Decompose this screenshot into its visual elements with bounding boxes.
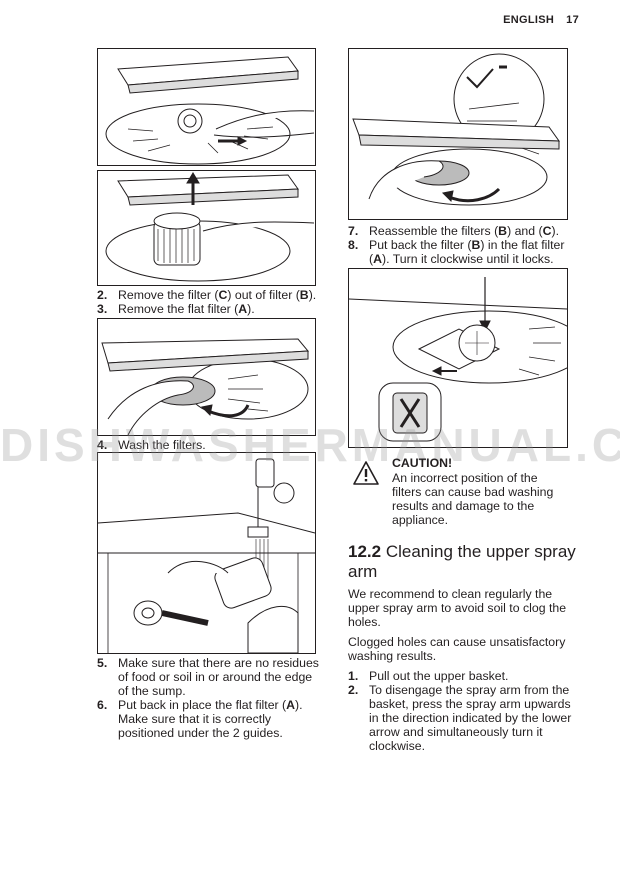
step-number: 6. — [97, 698, 108, 712]
step-number: 8. — [348, 238, 359, 252]
list-item: 2. To disengage the spray arm from the ba… — [348, 683, 583, 753]
step-number: 4. — [97, 438, 108, 452]
list-item: 5. Make sure that there are no residues o… — [97, 656, 322, 698]
step-number: 2. — [348, 683, 359, 697]
filter-letter: A — [286, 698, 296, 712]
steps-list-spray-arm: 1. Pull out the upper basket. 2. To diseng… — [348, 669, 583, 753]
list-item: 6. Put back in place the flat filter (A).… — [97, 698, 322, 740]
filter-letter: A — [238, 302, 248, 316]
step-text: ). — [247, 302, 255, 316]
step-number: 2. — [97, 288, 108, 302]
step-text: Put back in place the flat filter ( — [118, 698, 287, 712]
list-item: 7. Reassemble the filters (B) and (C). — [348, 224, 583, 238]
list-item: 3. Remove the flat filter (A). — [97, 302, 322, 316]
section-heading: 12.2 Cleaning the upper spray arm — [348, 542, 588, 582]
warning-triangle-icon — [353, 461, 379, 485]
steps-list-7-8: 7.Reassemble the filters (B) and (C). 8.… — [348, 224, 583, 266]
header-language: ENGLISH — [503, 14, 555, 26]
page-header: ENGLISH 17 — [503, 14, 579, 26]
step-text: ) and ( — [507, 224, 543, 238]
filter-letter: B — [498, 224, 508, 238]
step-number: 3. — [97, 302, 108, 316]
steps-list-4: 4. Wash the filters. — [97, 438, 322, 452]
illustration-wash-filters — [97, 452, 316, 654]
step-text: Remove the flat filter ( — [118, 302, 239, 316]
step-text: Make sure that there are no residues of … — [118, 656, 319, 698]
step-text: ). — [308, 288, 317, 302]
steps-list-2-3: 2. Remove the filter (C) out of filter (B… — [97, 288, 322, 316]
step-text: ) in the flat filter ( — [369, 238, 565, 266]
step-text: Pull out the upper basket. — [369, 669, 509, 683]
list-item: 1. Pull out the upper basket. — [348, 669, 583, 683]
step-text: Put back the filter ( — [369, 238, 472, 252]
step-text: ). — [551, 224, 560, 238]
step-text: Reassemble the filters ( — [369, 224, 499, 238]
list-item: 2. Remove the filter (C) out of filter (B… — [97, 288, 322, 302]
step-number: 5. — [97, 656, 108, 670]
step-text: ). Turn it clockwise until it locks. — [382, 252, 554, 266]
filter-letter: B — [299, 288, 309, 302]
caution-text: An incorrect position of the filters can… — [392, 471, 554, 527]
steps-list-5-6: 5. Make sure that there are no residues o… — [97, 656, 322, 740]
filter-letter: C — [218, 288, 228, 302]
illustration-turn-filter-lock — [348, 268, 568, 448]
section-title: Cleaning the upper spray arm — [348, 542, 576, 581]
list-item: 4. Wash the filters. — [97, 438, 322, 452]
page-number: 17 — [566, 14, 579, 26]
illustration-remove-flat-filter — [97, 318, 316, 436]
paragraph-clogged: Clogged holes can cause unsatisfactory w… — [348, 635, 566, 663]
caution-title: CAUTION! — [392, 456, 453, 470]
step-text: Wash the filters. — [118, 438, 206, 452]
filter-letter: A — [373, 252, 382, 266]
illustration-remove-filter-c — [97, 48, 316, 166]
filter-letter: C — [542, 224, 552, 238]
section-number: 12.2 — [348, 542, 382, 561]
list-item: 8. Put back the filter (B) in the flat fi… — [348, 238, 583, 266]
step-text: To disengage the spray arm from the bask… — [369, 683, 572, 753]
step-number: 7. — [348, 224, 359, 238]
step-text: Remove the filter ( — [118, 288, 219, 302]
step-number: 1. — [348, 669, 359, 683]
illustration-reassemble-filters — [348, 48, 568, 220]
step-text: ) out of filter ( — [227, 288, 300, 302]
paragraph-recommend: We recommend to clean regularly the uppe… — [348, 587, 567, 629]
filter-letter: B — [471, 238, 481, 252]
step-text: ). Make sure that it is correctly positi… — [118, 698, 303, 740]
illustration-lift-filter — [97, 170, 316, 286]
